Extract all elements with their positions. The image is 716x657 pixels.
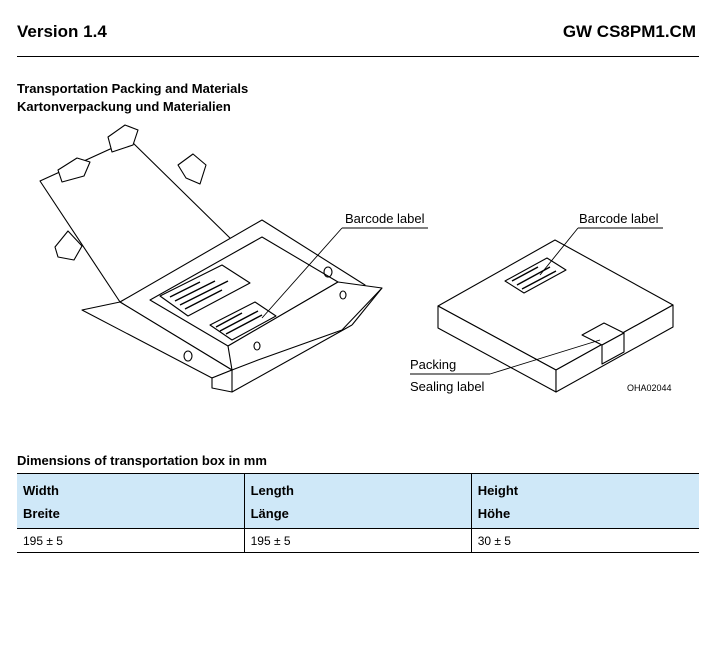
dimensions-header-row: Width Breite Length Länge Height Höhe (17, 473, 699, 529)
column-header-de: Höhe (477, 506, 511, 521)
length-value: 195 ± 5 (243, 528, 472, 553)
barcode-callout-left: Barcode label (345, 211, 425, 226)
barcode-callout-right: Barcode label (579, 211, 659, 226)
column-header-en: Width (23, 483, 59, 498)
figure-code: OHA02044 (627, 383, 672, 393)
section-title-de: Kartonverpackung und Materialien (17, 99, 231, 114)
dimensions-title: Dimensions of transportation box in mm (17, 453, 267, 468)
column-header-de: Länge (250, 506, 289, 521)
sealing-label-callout: Sealing label (410, 379, 485, 394)
packing-illustration: Barcode label Barcode label Packing Seal… (39, 124, 674, 394)
width-value: 195 ± 5 (17, 528, 245, 553)
column-header-en: Height (477, 483, 519, 498)
closed-box-top (437, 239, 674, 371)
page-header-product: GW CS8PM1.CM (562, 22, 696, 41)
column-header-width: Width Breite (17, 473, 245, 529)
lid-tab-4 (54, 230, 83, 261)
column-header-en: Length (250, 483, 294, 498)
sealing-label-side (601, 332, 625, 365)
height-value: 30 ± 5 (470, 528, 699, 553)
column-header-length: Length Länge (243, 473, 472, 529)
column-header-de: Breite (23, 506, 60, 521)
section-title-en: Transportation Packing and Materials (17, 81, 249, 96)
barcode-sticker-left (209, 301, 277, 341)
dimensions-table: Width Breite Length Länge Height Höhe 19… (17, 473, 699, 553)
header-rule (17, 56, 699, 57)
section-title: Transportation Packing and Materials Kar… (17, 80, 248, 116)
packing-callout: Packing (410, 357, 456, 372)
lid-tab-2 (107, 124, 139, 153)
lid-tab-3 (177, 153, 207, 185)
table-row: 195 ± 5 195 ± 5 30 ± 5 (17, 528, 699, 553)
column-header-height: Height Höhe (470, 473, 699, 529)
page-header-version: Version 1.4 (17, 22, 107, 41)
lid-tab-1 (57, 157, 91, 183)
